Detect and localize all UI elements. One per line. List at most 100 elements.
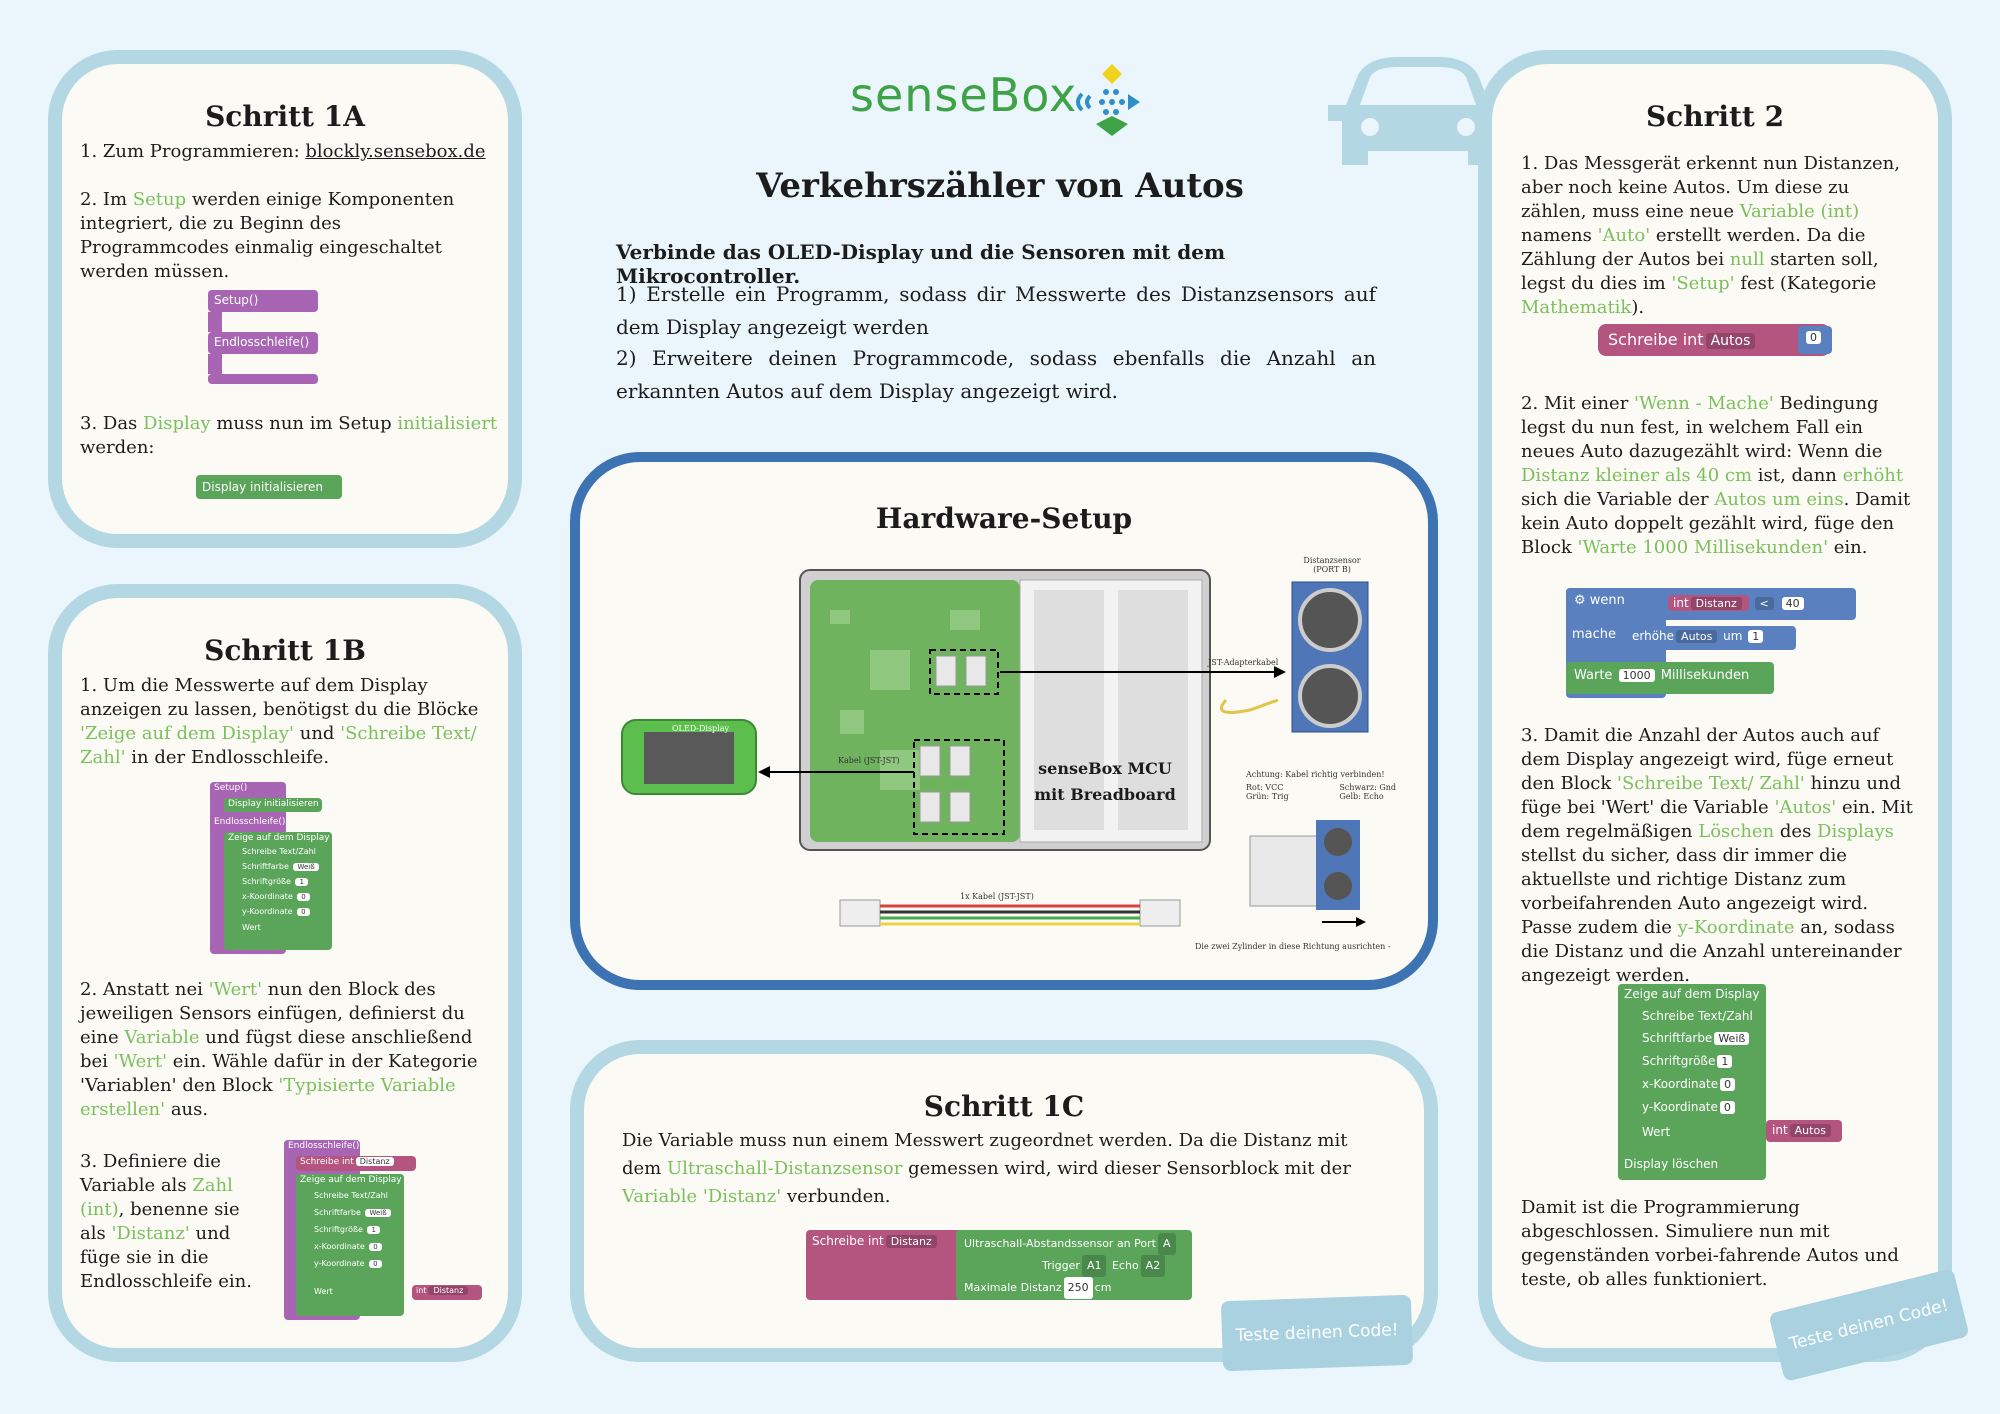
- t: int: [342, 1157, 354, 1167]
- t: und fügst diese anschließend bei: [80, 1027, 473, 1072]
- show-block-step2: Zeige auf dem Display Schreibe Text/Zahl…: [1618, 984, 1848, 1180]
- t: ein. Mit dem regelmäßigen: [1521, 797, 1913, 842]
- y-slot[interactable]: 0: [297, 908, 310, 916]
- zero-number-block: 0: [1798, 326, 1832, 354]
- b2-show: Zeige auf dem Display: [296, 1174, 404, 1188]
- gear-icon[interactable]: ⚙: [1574, 593, 1586, 608]
- hl: 'Setup': [1671, 273, 1735, 294]
- step-2-title: Schritt 2: [1645, 100, 1785, 133]
- color-slot[interactable]: Weiß: [1714, 1032, 1750, 1045]
- sensor-label: Distanzsensor (PORT B): [1292, 556, 1372, 574]
- x-slot[interactable]: 0: [369, 1243, 382, 1251]
- color-slot[interactable]: Weiß: [365, 1209, 391, 1217]
- hl: 'Wert': [208, 979, 263, 1000]
- t: Schwarz: Gnd: [1339, 783, 1396, 792]
- t: an, sodass die Distanz und die Anzahl un…: [1521, 917, 1902, 986]
- hl: null: [1729, 249, 1765, 270]
- t: 1. Das Messgerät erkennt nun Distanzen, …: [1521, 153, 1900, 222]
- b-init: Display initialisieren: [224, 798, 322, 812]
- blockly-link[interactable]: blockly.sensebox.de: [305, 141, 486, 162]
- increment-slot[interactable]: 1: [1748, 630, 1764, 643]
- wait-block: Warte 1000 Millisekunden: [1566, 662, 1774, 694]
- mcu-label: senseBox MCU mit Breadboard: [1030, 756, 1180, 808]
- hl: 'Typisierte Variable erstellen': [80, 1075, 456, 1120]
- b-color: Schriftfarbe Weiß: [238, 861, 328, 875]
- t: Schriftgröße: [314, 1225, 363, 1234]
- operator-dropdown[interactable]: <: [1754, 597, 1774, 610]
- step-1a-p1: 1. Zum Programmieren: blockly.sensebox.d…: [80, 140, 500, 164]
- y-slot[interactable]: 0: [369, 1260, 382, 1268]
- hl-init: initialisiert: [397, 413, 498, 434]
- port-dropdown[interactable]: A: [1157, 1233, 1176, 1255]
- x-slot[interactable]: 0: [297, 893, 310, 901]
- t: werden einige Komponenten integriert, di…: [80, 189, 455, 282]
- t: Die Variable muss nun einem Messwert zug…: [622, 1130, 1348, 1179]
- step-2-p4: Damit ist die Programmierung abgeschloss…: [1521, 1197, 1899, 1290]
- max-distance-slot[interactable]: 250: [1063, 1277, 1093, 1299]
- step-1c-title: Schritt 1C: [923, 1090, 1085, 1123]
- size-slot[interactable]: 1: [367, 1226, 380, 1234]
- t: Bedingung legst du nun fest, in welchem …: [1521, 393, 1883, 462]
- show2-frame: [296, 1174, 404, 1316]
- step-2-p2: 2. Mit einer 'Wenn - Mache' Bedingung le…: [1521, 392, 1916, 560]
- display-init-block: Display initialisieren: [196, 475, 342, 499]
- t: . Damit kein Auto doppelt gezählt wird, …: [1521, 489, 1911, 558]
- zero-slot[interactable]: 0: [1806, 331, 1821, 344]
- t: wenn: [1589, 593, 1625, 608]
- trigger-dropdown[interactable]: A1: [1081, 1255, 1107, 1277]
- hl: Ultraschall-Distanzsensor: [666, 1158, 903, 1179]
- color-slot[interactable]: Weiß: [293, 863, 319, 871]
- hl: Zahl (int): [80, 1175, 233, 1220]
- panel-step-1a: Schritt 1A: [48, 50, 522, 548]
- x-slot[interactable]: 0: [1720, 1078, 1736, 1091]
- b2-x: x-Koordinate 0: [310, 1241, 400, 1255]
- t: Distanzsensor: [1303, 556, 1361, 565]
- var-dropdown[interactable]: Distanz: [428, 1286, 469, 1295]
- echo-dropdown[interactable]: A2: [1140, 1255, 1166, 1277]
- step-2-p1: 1. Das Messgerät erkennt nun Distanzen, …: [1521, 152, 1916, 320]
- step-1a-title: Schritt 1A: [205, 100, 365, 133]
- autos-dropdown[interactable]: Autos: [1705, 333, 1756, 349]
- size-slot[interactable]: 1: [295, 878, 308, 886]
- t: Trigger: [1042, 1259, 1080, 1272]
- step-1a-p1-text: 1. Zum Programmieren:: [80, 141, 306, 162]
- y-slot[interactable]: 0: [1719, 1101, 1735, 1114]
- t: muss nun im Setup: [210, 413, 398, 434]
- t: aus.: [165, 1099, 209, 1120]
- autos-dropdown[interactable]: Autos: [1789, 1124, 1831, 1137]
- wait-slot[interactable]: 1000: [1618, 669, 1655, 682]
- distance-dropdown[interactable]: Distanz: [1690, 597, 1742, 610]
- setup-block-side: [208, 312, 222, 332]
- t: ein.: [1828, 537, 1868, 558]
- compare-value-slot[interactable]: 40: [1781, 597, 1804, 610]
- t: Gelb: Echo: [1339, 792, 1384, 801]
- t: 3. Damit die Anzahl der Autos auch auf d…: [1521, 725, 1894, 794]
- t: 2. Im: [80, 189, 133, 210]
- t: Schriftfarbe: [1642, 1031, 1713, 1045]
- hl: 'Schreibe Text/ Zahl': [80, 723, 477, 768]
- setup-block: Setup(): [208, 290, 318, 312]
- mcu-line-2: mit Breadboard: [1034, 785, 1176, 804]
- warning-box: Achtung: Kabel richtig verbinden! Rot: V…: [1246, 770, 1396, 801]
- hl: 'Warte 1000 Millisekunden': [1577, 537, 1829, 558]
- var-dropdown[interactable]: Distanz: [885, 1235, 937, 1248]
- t: , benenne sie als: [80, 1199, 240, 1244]
- s2-value: Wert: [1636, 1122, 1766, 1144]
- t: int: [1772, 1123, 1788, 1137]
- size-slot[interactable]: 1: [1717, 1055, 1733, 1068]
- step-1c-p: Die Variable muss nun einem Messwert zug…: [622, 1127, 1352, 1211]
- t: Ultraschall-Abstandssensor an Port: [964, 1237, 1156, 1250]
- if-mache: mache: [1566, 624, 1622, 646]
- autos-dropdown[interactable]: Autos: [1676, 630, 1718, 643]
- hl: Mathematik: [1521, 297, 1632, 318]
- t: hinzu und füge bei 'Wert' die Variable: [1521, 773, 1902, 818]
- hl: 'Auto': [1597, 225, 1651, 246]
- intro-item-2: 2) Erweitere deinen Programmcode, sodass…: [616, 346, 1376, 403]
- var-slot[interactable]: Distanz: [355, 1157, 394, 1166]
- b-show: Zeige auf dem Display: [224, 832, 332, 846]
- hardware-title: Hardware-Setup: [875, 502, 1133, 535]
